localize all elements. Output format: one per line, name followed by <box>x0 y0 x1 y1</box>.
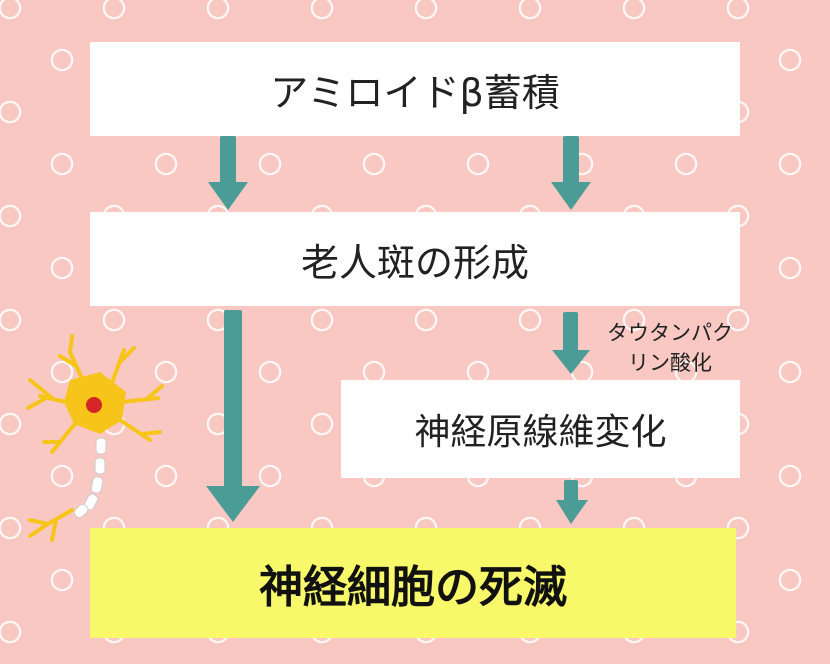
arrow-amyloid-to-plaque-right <box>551 136 591 210</box>
arrow-plaque-to-tangle <box>552 312 590 374</box>
node-senile-plaque-formation: 老人斑の形成 <box>90 212 740 306</box>
arrow-plaque-to-death <box>206 310 260 522</box>
node-neurofibrillary-tangle: 神経原線維変化 <box>341 380 740 478</box>
arrow-tangle-to-death <box>556 480 588 524</box>
edge-label-line-1: タウタンパク <box>607 321 733 345</box>
edge-label-line-2: リン酸化 <box>628 351 712 375</box>
node-plaque-label: 老人斑の形成 <box>300 240 529 285</box>
node-amyloid-beta-accumulation: アミロイドβ蓄積 <box>90 42 740 136</box>
edge-label-tau-phosphorylation: タウタンパク リン酸化 <box>590 318 750 378</box>
node-neuron-death: 神経細胞の死滅 <box>90 528 736 638</box>
arrow-amyloid-to-plaque-left <box>208 136 248 210</box>
node-amyloid-label: アミロイドβ蓄積 <box>270 70 560 115</box>
node-tangle-label: 神経原線維変化 <box>414 412 667 453</box>
neuron-icon <box>26 334 164 542</box>
node-death-label: 神経細胞の死滅 <box>259 562 567 613</box>
